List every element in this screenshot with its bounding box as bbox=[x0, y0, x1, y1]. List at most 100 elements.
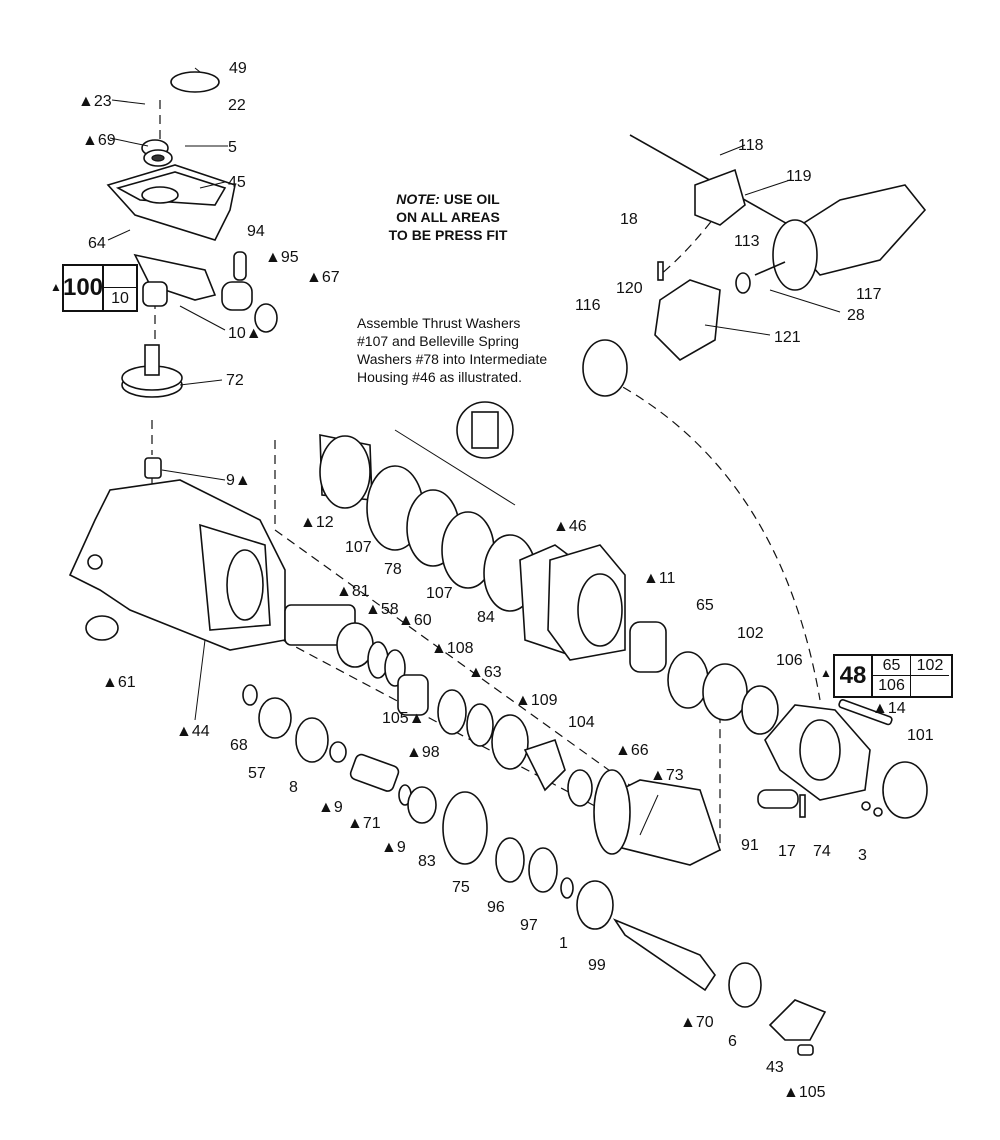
bearing-6 bbox=[728, 962, 762, 1008]
piston-95 bbox=[221, 281, 253, 311]
oil-note: NOTE: USE OIL ON ALL AREAS TO BE PRESS F… bbox=[384, 190, 512, 244]
part-label: ▲69 bbox=[82, 132, 116, 149]
part-label: ▲12 bbox=[300, 514, 334, 531]
pin-18 bbox=[657, 261, 664, 281]
part-label: 94 bbox=[247, 223, 265, 240]
pinion-71 bbox=[349, 753, 400, 792]
kit-48-item: 65 bbox=[873, 656, 911, 676]
part-label: 96 bbox=[487, 899, 505, 916]
part-label: 113 bbox=[734, 233, 760, 250]
kit-48-number: 48 bbox=[835, 656, 873, 696]
clamp-118 bbox=[694, 168, 746, 226]
part-label: 8 bbox=[289, 779, 298, 796]
part-label: 17 bbox=[778, 843, 796, 860]
part-label: 45 bbox=[228, 174, 246, 191]
part-label: 5 bbox=[228, 139, 237, 156]
part-label: ▲23 bbox=[78, 93, 112, 110]
main-housing-44 bbox=[68, 479, 286, 651]
o-ring-61 bbox=[85, 615, 119, 641]
cover-49 bbox=[170, 71, 220, 93]
bearing-11 bbox=[629, 621, 667, 673]
part-label: 99 bbox=[588, 957, 606, 974]
spring-74 bbox=[861, 801, 871, 811]
part-label: 68 bbox=[230, 737, 248, 754]
part-label: ▲14 bbox=[872, 700, 906, 717]
part-label: 3 bbox=[858, 847, 867, 864]
assembly-note-line: Washers #78 into Intermediate bbox=[357, 351, 548, 367]
collar-121 bbox=[654, 279, 721, 361]
front-housing-parts bbox=[757, 699, 928, 819]
pin-91 bbox=[757, 789, 799, 809]
spindle-104 bbox=[523, 738, 566, 792]
part-label: 75 bbox=[452, 879, 470, 896]
kit-100-marker: ▲ bbox=[50, 280, 62, 294]
bearing-8 bbox=[295, 717, 329, 763]
connecting-rod-64 bbox=[133, 253, 217, 301]
part-label: ▲11 bbox=[643, 570, 676, 587]
part-label: 102 bbox=[737, 625, 764, 642]
part-label: ▲109 bbox=[515, 692, 558, 709]
part-label: ▲66 bbox=[615, 742, 649, 759]
part-label: 107 bbox=[345, 539, 372, 556]
pin-94 bbox=[233, 251, 247, 281]
side-handle-parts bbox=[582, 134, 927, 397]
part-label: 117 bbox=[856, 286, 882, 303]
part-label: 65 bbox=[696, 597, 714, 614]
kit-48-box: 48 65 102 106 bbox=[833, 654, 953, 698]
o-ring-65 bbox=[667, 651, 709, 709]
striker-98 bbox=[397, 674, 429, 716]
part-label: ▲58 bbox=[365, 601, 399, 618]
part-label: 78 bbox=[384, 561, 402, 578]
upper-components bbox=[106, 71, 278, 479]
assembly-note-line: Assemble Thrust Washers bbox=[357, 315, 521, 331]
leader-lines bbox=[107, 67, 841, 836]
washer-83 bbox=[407, 786, 437, 824]
part-label: ▲71 bbox=[347, 815, 381, 832]
part-label: 120 bbox=[616, 280, 643, 297]
part-label: 49 bbox=[229, 60, 247, 77]
part-label: 84 bbox=[477, 609, 495, 626]
spindle-parts bbox=[242, 604, 827, 1056]
assembly-note-line: Housing #46 as illustrated. bbox=[357, 369, 522, 385]
part-label: 101 bbox=[907, 727, 934, 744]
ring-101 bbox=[882, 761, 928, 819]
part-label: ▲9 bbox=[318, 799, 343, 816]
ring-102 bbox=[702, 663, 748, 721]
part-label: 107 bbox=[426, 585, 453, 602]
oil-note-line1: USE OIL bbox=[439, 191, 500, 207]
part-label: 105▲ bbox=[382, 710, 425, 727]
part-label: ▲98 bbox=[406, 744, 440, 761]
oil-note-line3: TO BE PRESS FIT bbox=[388, 227, 508, 243]
washer-108 bbox=[437, 689, 467, 735]
pin-17 bbox=[799, 794, 806, 818]
part-label: ▲108 bbox=[431, 640, 474, 657]
assembly-note: Assemble Thrust Washers #107 and Bellevi… bbox=[357, 314, 562, 386]
part-label: 1 bbox=[559, 935, 568, 952]
plate-43 bbox=[768, 999, 827, 1041]
part-label: ▲105 bbox=[783, 1084, 826, 1101]
bearing-9 bbox=[144, 457, 162, 479]
ring-1 bbox=[560, 877, 574, 899]
bearing-9b bbox=[329, 741, 347, 763]
part-label: 104 bbox=[568, 714, 595, 731]
oil-note-lead: NOTE: bbox=[396, 191, 440, 207]
nut-68 bbox=[242, 684, 258, 706]
kit-100-box: 100 10 bbox=[62, 264, 138, 312]
part-label: ▲81 bbox=[336, 583, 370, 600]
part-label: ▲44 bbox=[176, 723, 210, 740]
part-label: 28 bbox=[847, 307, 865, 324]
part-label: 121 bbox=[774, 329, 801, 346]
kit-48-item: 106 bbox=[873, 676, 911, 696]
clutch-57 bbox=[258, 697, 292, 739]
part-label: ▲63 bbox=[468, 664, 502, 681]
part-label: 106 bbox=[776, 652, 803, 669]
intermediate-housing-parts bbox=[319, 401, 779, 735]
kit-48-marker: ▲ bbox=[820, 666, 832, 680]
part-label: 119 bbox=[786, 168, 812, 185]
part-label: 57 bbox=[248, 765, 266, 782]
bearing-99 bbox=[576, 880, 614, 930]
part-label: ▲67 bbox=[306, 269, 340, 286]
